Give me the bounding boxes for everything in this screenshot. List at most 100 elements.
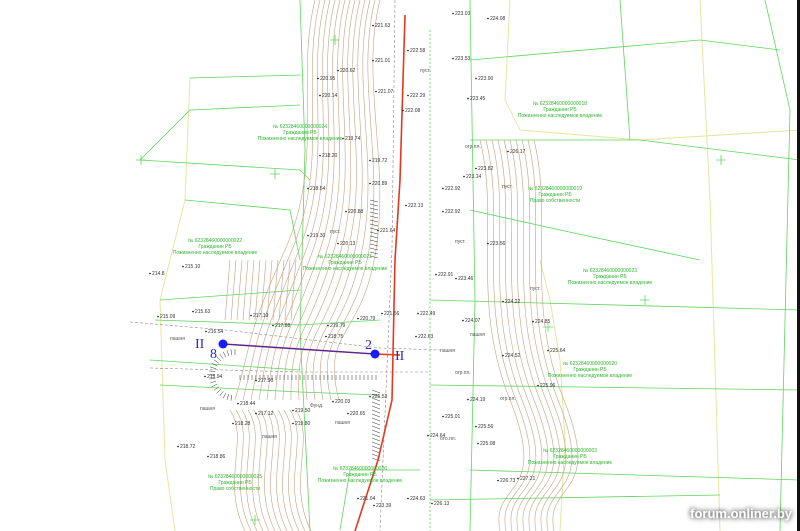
spot-height: 215.94 [207,374,223,380]
spot-height-dot [407,94,409,97]
hatch-mark [369,203,379,207]
spot-height-dot [502,354,504,357]
spot-height: 215.10 [185,264,201,270]
spot-height-dot [467,398,469,401]
spot-height-dot [475,167,477,170]
contour-line [289,409,306,531]
spot-height-dot [415,335,417,338]
landuse-label: пуст. [502,184,513,190]
spot-height-dot [237,402,239,405]
hatch-mark [213,386,219,391]
spot-height-dot [502,300,504,303]
spot-height-dot [357,317,359,320]
frame-border [797,0,800,531]
spot-height: 218.75 [328,334,344,340]
spot-height: 221.53 [372,394,388,400]
parcel-id: № 62328460000000020 [563,361,617,367]
contour-line [282,0,346,401]
landuse-label: пашня [170,336,185,342]
spot-height-dot [292,409,294,412]
spot-height: 222.08 [405,108,421,114]
hatch-mark [210,366,217,370]
spot-height-dot [182,265,184,268]
hatch-mark [369,207,379,211]
hatch-mark [371,429,381,434]
landuse-label: огр.пл. [465,144,481,150]
spot-height: 223.56 [490,241,506,247]
spot-height-dot [345,210,347,213]
spot-height: 220.89 [372,181,388,187]
spot-height: 222.92 [445,186,461,192]
hatch-mark [369,239,379,243]
hatch-mark [209,377,216,380]
landuse-label: пашня [200,406,215,412]
landuse-label: пашня [440,348,455,354]
contour-line [277,409,294,531]
spot-height-dot [402,109,404,112]
landuse-label: огр.пл. [455,370,471,376]
spot-height: 218.44 [240,401,256,407]
station-point-2[interactable] [370,349,380,359]
spot-height: 226.73 [500,478,516,484]
spot-height: 218.54 [310,186,326,192]
spot-height: 220.62 [340,68,356,74]
spot-height: 219.80 [295,421,311,427]
spot-height: 216.54 [208,329,224,335]
hatch-mark [371,445,381,450]
slope-hatching [209,199,381,462]
spot-height-dot [369,182,371,185]
spot-height: 223.45 [470,96,486,102]
hatch-mark [369,231,379,235]
spot-height-dot [463,175,465,178]
contour-line [305,0,361,401]
spot-height-dot [381,312,383,315]
hatch-mark [371,413,381,418]
spot-height: 220.88 [348,209,364,215]
parcel-right: Пожизненно наследуемое владение [528,460,613,466]
contour-line [274,0,341,401]
hatch-mark [371,441,381,446]
spot-height-dot [327,324,329,327]
hatch-mark [371,393,381,398]
spot-height-dot [475,425,477,428]
contour-line [253,409,270,531]
spot-height-dot [307,234,309,237]
parcel-right: Право собственности [530,198,580,204]
spot-height: 219.72 [372,158,388,164]
spot-height: 224.64 [430,433,446,439]
landuse-label: пашня [335,420,350,426]
spot-height: 226.17 [510,149,526,155]
parcel-id: № 62328460000000022 [188,238,242,244]
contour-line [242,259,249,321]
point-number-left: 8 [210,347,217,362]
spot-height-dot [537,384,539,387]
spot-height: 221.07 [378,89,394,95]
contour-line [266,259,273,321]
spot-height: 223.39 [376,503,392,509]
hatch-mark [213,359,219,364]
spot-height-dot [442,415,444,418]
spot-height: 217.12 [258,411,274,417]
contour-lines [224,0,579,531]
spot-height: 218.28 [235,421,251,427]
section-mark-left: II [195,337,205,352]
hatch-mark [226,393,230,400]
hatch-mark [371,425,381,430]
contour-line [295,409,312,531]
station-point-8[interactable] [218,339,228,349]
contour-line [515,139,561,531]
hatch-mark [226,350,230,357]
spot-height: 222.58 [410,48,426,54]
contour-line [241,409,258,531]
